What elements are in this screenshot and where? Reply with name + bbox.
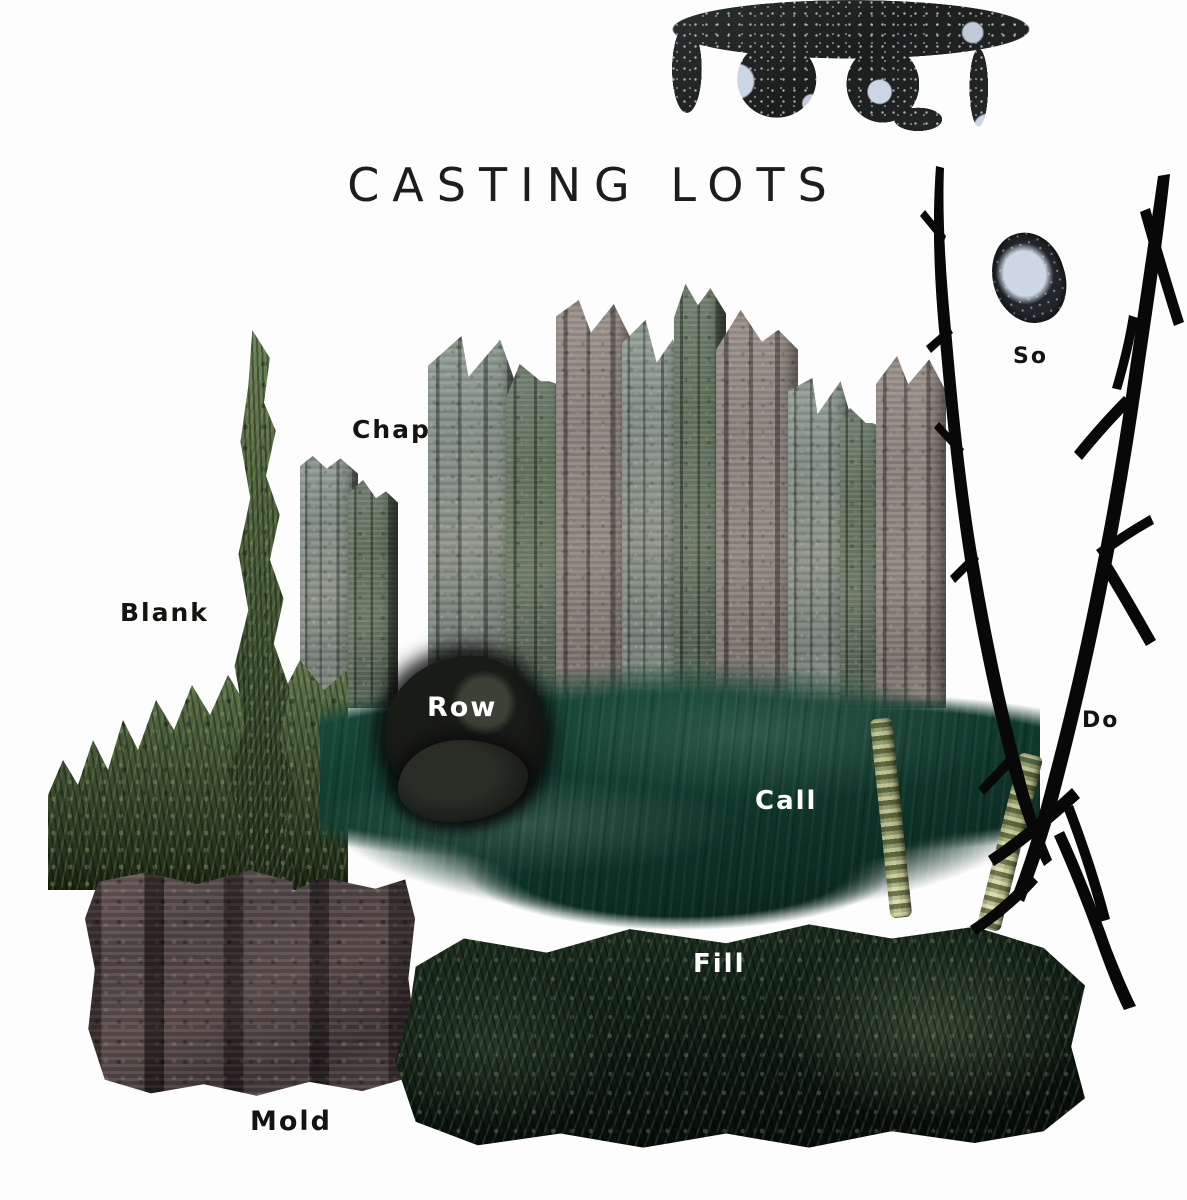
specimen-label-mold: Mold (250, 1106, 332, 1137)
brown-bark-slab-specimen (85, 870, 415, 1096)
bark-column (716, 310, 798, 708)
bark-column (876, 356, 946, 708)
specimen-label-fill: Fill (693, 949, 746, 979)
bark-column (622, 320, 684, 708)
bark-column (556, 300, 632, 708)
specimen-label-so: So (1013, 344, 1048, 369)
specimen-label-call: Call (755, 786, 818, 816)
specimen-label-chap: Chap (352, 415, 431, 444)
specimen-label-row: Row (427, 692, 498, 723)
lichen-spotted-rock-specimen (672, 0, 1030, 148)
bark-column-cluster-specimen (300, 278, 946, 708)
specimen-label-do: Do (1082, 708, 1120, 733)
specimen-label-blank: Blank (120, 598, 209, 627)
moss-bed-specimen (48, 660, 348, 890)
page-title: CASTING LOTS (347, 158, 840, 212)
bark-column (428, 336, 516, 708)
black-twig-branches-specimen (912, 160, 1187, 1010)
mossy-mound-specimen (395, 924, 1085, 1148)
